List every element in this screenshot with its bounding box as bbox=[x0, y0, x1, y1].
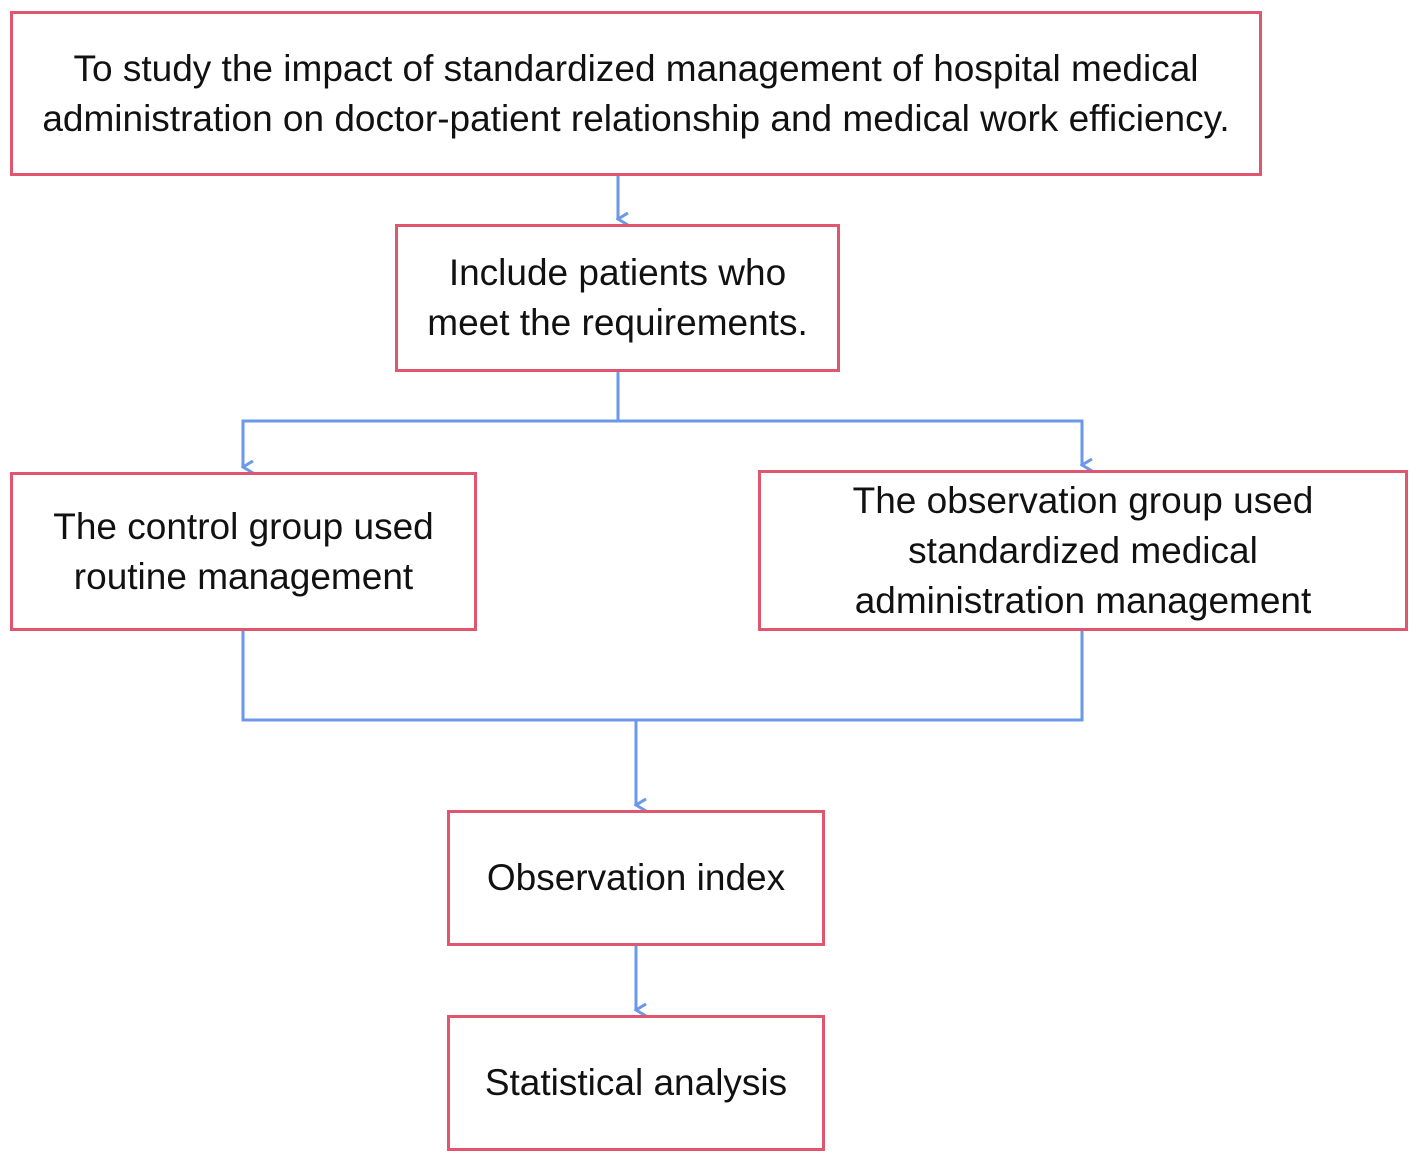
control-group-box: The control group used routine managemen… bbox=[10, 472, 477, 631]
arrow-inclusion-to-observation bbox=[618, 419, 1082, 465]
study-aim-box: To study the impact of standardized mana… bbox=[10, 11, 1262, 176]
connector-groups-merge bbox=[241, 631, 1084, 722]
observation-group-box: The observation group used standardized … bbox=[758, 470, 1408, 631]
statistical-analysis-box: Statistical analysis bbox=[447, 1015, 825, 1151]
inclusion-criteria-box: Include patients who meet the requiremen… bbox=[395, 224, 840, 372]
observation-group-text: The observation group used standardized … bbox=[852, 479, 1314, 621]
control-group-text: The control group used routine managemen… bbox=[53, 505, 434, 597]
study-aim-text: To study the impact of standardized mana… bbox=[42, 47, 1230, 139]
statistical-analysis-text: Statistical analysis bbox=[484, 1062, 788, 1103]
observation-index-text: Observation index bbox=[486, 857, 786, 898]
inclusion-criteria-text: Include patients who meet the requiremen… bbox=[427, 252, 808, 343]
arrow-inclusion-to-control bbox=[243, 419, 618, 467]
observation-index-box: Observation index bbox=[447, 810, 825, 946]
